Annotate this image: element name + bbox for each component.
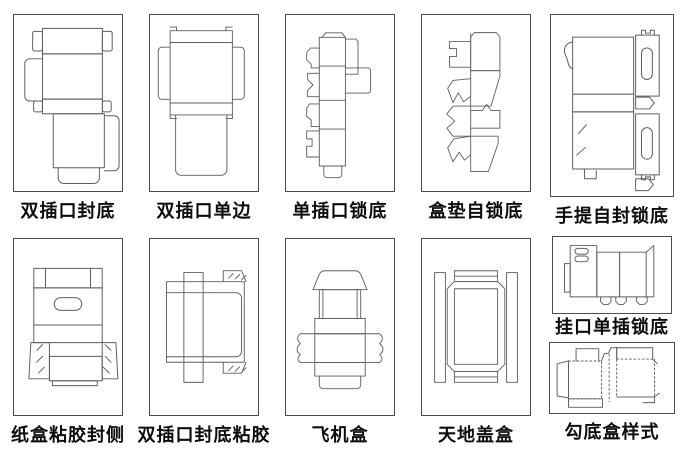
- cell-double-tuck-seal-bottom: 双插口封底: [0, 0, 136, 234]
- dieline-panel: [421, 238, 531, 416]
- dieline-panel: [149, 238, 259, 416]
- cell-airplane-box: 飞机盒: [272, 234, 408, 468]
- dieline-panel: [421, 14, 531, 192]
- dieline-label: 挂口单插锁底: [555, 317, 669, 337]
- cell-handle-self-seal-lock-bottom: 手提自封锁底: [544, 0, 680, 234]
- dieline-label: 勾底盒样式: [564, 422, 660, 442]
- cell-box-pad-self-lock-bottom: 盒垫自锁底: [408, 0, 544, 234]
- cell-single-tuck-lock-bottom: 单插口锁底: [272, 0, 408, 234]
- dieline-panel: [13, 14, 123, 192]
- dieline-label: 飞机盒: [311, 425, 369, 445]
- cell-carton-glue-side-seal: 纸盒粘胶封侧: [0, 234, 136, 468]
- cell-double-tuck-single-side: 双插口单边: [136, 0, 272, 234]
- dieline-label: 双插口单边: [156, 201, 252, 221]
- double-tuck-single-side-dieline-drawing: [157, 26, 245, 176]
- dieline-panel: [13, 238, 123, 416]
- dieline-panel: [552, 236, 672, 314]
- dieline-panel: [285, 238, 395, 416]
- dieline-panel: [149, 14, 259, 192]
- dieline-label: 盒垫自锁底: [428, 201, 524, 221]
- dieline-label: 单插口锁底: [292, 201, 388, 221]
- dieline-label: 手提自封锁底: [555, 206, 669, 226]
- hang-hole-single-tuck-lock-bottom-dieline-drawing: [564, 245, 655, 305]
- double-tuck-seal-bottom-glue-dieline-drawing: [166, 270, 247, 383]
- hook-bottom-box-style-dieline-drawing: [556, 347, 660, 408]
- airplane-box-dieline-drawing: [296, 270, 384, 390]
- double-tuck-seal-bottom-dieline-drawing: [24, 27, 120, 184]
- dieline-label: 双插口封底: [20, 201, 116, 221]
- carton-glue-side-seal-dieline-drawing: [28, 267, 119, 387]
- dieline-label: 纸盒粘胶封侧: [11, 425, 125, 445]
- dieline-panel: [550, 14, 674, 197]
- handle-self-seal-lock-bottom-dieline-drawing: [563, 29, 660, 192]
- cell-double-tuck-seal-bottom-glue: 双插口封底粘胶: [136, 234, 272, 468]
- cell-heaven-earth-lid-box: 天地盖盒: [408, 234, 544, 468]
- box-pad-self-lock-bottom-dieline-drawing: [446, 32, 501, 173]
- dieline-panel: [549, 342, 675, 414]
- single-tuck-lock-bottom-dieline-drawing: [306, 32, 372, 179]
- heaven-earth-lid-box-dieline-drawing: [434, 270, 518, 383]
- dieline-label: 双插口封底粘胶: [137, 425, 271, 445]
- cell-split-column: 挂口单插锁底 勾底盒样式: [544, 234, 680, 468]
- dieline-panel: [285, 14, 395, 192]
- dieline-label: 天地盖盒: [438, 425, 514, 445]
